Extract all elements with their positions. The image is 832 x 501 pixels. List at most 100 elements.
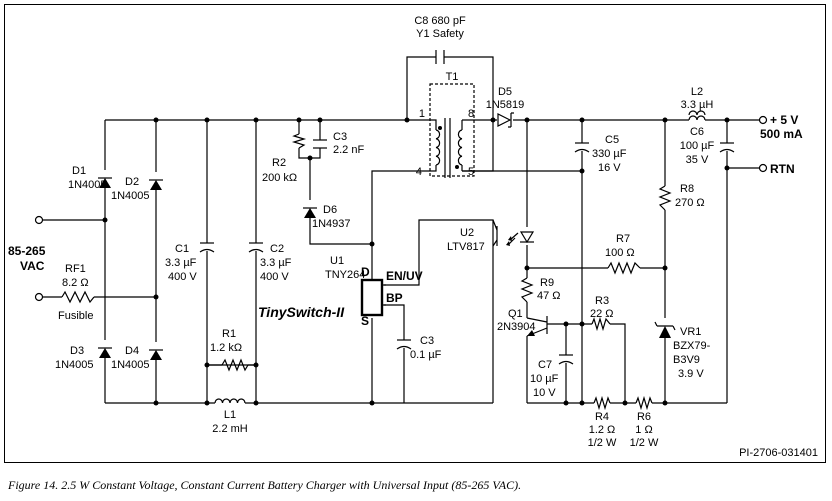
d4-ref: D4 [125, 345, 139, 357]
r9-value: 47 Ω [537, 290, 561, 302]
c6-ref: C6 [690, 126, 704, 138]
drawing-id: PI-2706-031401 [739, 447, 818, 459]
r4-power: 1/2 W [588, 437, 617, 449]
r4-ref: R4 [595, 411, 609, 423]
diode-d2 [149, 179, 163, 190]
capacitor-c1 [199, 242, 215, 253]
l2-value: 3.3 µH [681, 99, 714, 111]
c3a-value: 2.2 nF [333, 144, 364, 156]
vin-unit: VAC [20, 259, 45, 273]
d3-ref: D3 [70, 345, 84, 357]
diagram-frame [4, 4, 826, 463]
u2-part: LTV817 [447, 241, 485, 253]
rtn-terminal [758, 163, 768, 173]
c6-value: 100 µF [680, 140, 715, 152]
capacitor-c6 [719, 142, 735, 153]
d6-part: 1N4937 [312, 218, 351, 230]
pin8: 8 [468, 108, 474, 120]
u2-ref: U2 [460, 227, 474, 239]
c1-value: 3.3 µF [165, 257, 197, 269]
inductor-l1 [214, 398, 246, 404]
iout-label: 500 mA [760, 127, 803, 141]
capacitor-c5 [574, 142, 590, 153]
c7-volt: 10 V [533, 387, 556, 399]
labels: C8 680 pF Y1 Safety T1 1 4 8 5 D5 1N5819… [8, 15, 818, 459]
d2-part: 1N4005 [111, 190, 150, 202]
c1-volt: 400 V [168, 271, 197, 283]
vr1-part: BZX79- [673, 340, 711, 352]
d5-part: 1N5819 [486, 99, 525, 111]
resistor-r4 [593, 395, 611, 411]
q1-ref: Q1 [508, 308, 523, 320]
c3b-value: 0.1 µF [410, 349, 442, 361]
r7-ref: R7 [616, 233, 630, 245]
zener-vr1 [654, 321, 676, 338]
r8-value: 270 Ω [675, 197, 705, 209]
figure-caption: Figure 14. 2.5 W Constant Voltage, Const… [8, 478, 522, 492]
diode-d4 [149, 349, 163, 360]
l1-ref: L1 [224, 409, 236, 421]
pin4: 4 [416, 166, 422, 178]
c7-value: 10 µF [530, 373, 559, 385]
capacitor-c3-clamp [313, 139, 327, 149]
c5-volt: 16 V [598, 162, 621, 174]
r2-ref: R2 [272, 157, 286, 169]
ac-input-terminal-2 [34, 292, 44, 302]
d5-ref: D5 [498, 86, 512, 98]
r7-value: 100 Ω [605, 247, 635, 259]
u1-part: TNY264 [325, 269, 365, 281]
r1-ref: R1 [222, 328, 236, 340]
d1-ref: D1 [72, 165, 86, 177]
r3-value: 22 Ω [590, 308, 614, 320]
wires [42, 56, 760, 404]
resistor-r1 [207, 358, 256, 372]
ac-input-terminal-1 [34, 215, 44, 225]
capacitor-c8 [435, 50, 445, 64]
vin-label: 85-265 [8, 244, 46, 258]
c2-volt: 400 V [260, 271, 289, 283]
pin1: 1 [419, 108, 425, 120]
vout-label: + 5 V [770, 113, 798, 127]
diode-d1 [98, 177, 112, 188]
diode-d6 [303, 207, 317, 218]
rf1-note: Fusible [58, 310, 93, 322]
d4-part: 1N4005 [111, 359, 150, 371]
resistor-r8 [658, 185, 672, 211]
diode-d5 [497, 112, 514, 128]
r4-value: 1.2 Ω [589, 424, 616, 436]
terminals [34, 115, 768, 302]
c3b-ref: C3 [420, 335, 434, 347]
resistor-r9 [520, 277, 534, 303]
diode-d3 [98, 347, 112, 358]
r2-value: 200 kΩ [262, 172, 297, 184]
vr1-ref: VR1 [680, 326, 701, 338]
capacitor-c3-bypass [396, 339, 412, 350]
u1-ref: U1 [330, 255, 344, 267]
r9-ref: R9 [540, 277, 554, 289]
c5-value: 330 µF [592, 148, 627, 160]
d3-part: 1N4005 [55, 359, 94, 371]
r8-ref: R8 [680, 183, 694, 195]
capacitor-c7 [558, 354, 574, 365]
c2-value: 3.3 µF [260, 257, 292, 269]
c8-value: C8 680 pF [414, 15, 466, 27]
r6-value: 1 Ω [635, 424, 652, 436]
rf1-value: 8.2 Ω [62, 277, 89, 289]
u1-brand: TinySwitch-II [258, 304, 345, 320]
pin5: 5 [468, 166, 474, 178]
resistor-rf1 [61, 290, 95, 304]
vr1-volt: 3.9 V [678, 368, 704, 380]
c5-ref: C5 [605, 134, 619, 146]
optocoupler-u2 [492, 219, 535, 247]
r6-ref: R6 [637, 411, 651, 423]
l1-value: 2.2 mH [212, 423, 248, 435]
t1-ref: T1 [446, 71, 459, 83]
r3-ref: R3 [595, 295, 609, 307]
pin-bp: BP [386, 291, 403, 305]
d1-part: 1N4005 [68, 179, 107, 191]
junctions [102, 117, 730, 406]
l2-ref: L2 [691, 86, 703, 98]
c2-ref: C2 [270, 243, 284, 255]
resistor-r3 [591, 316, 611, 332]
